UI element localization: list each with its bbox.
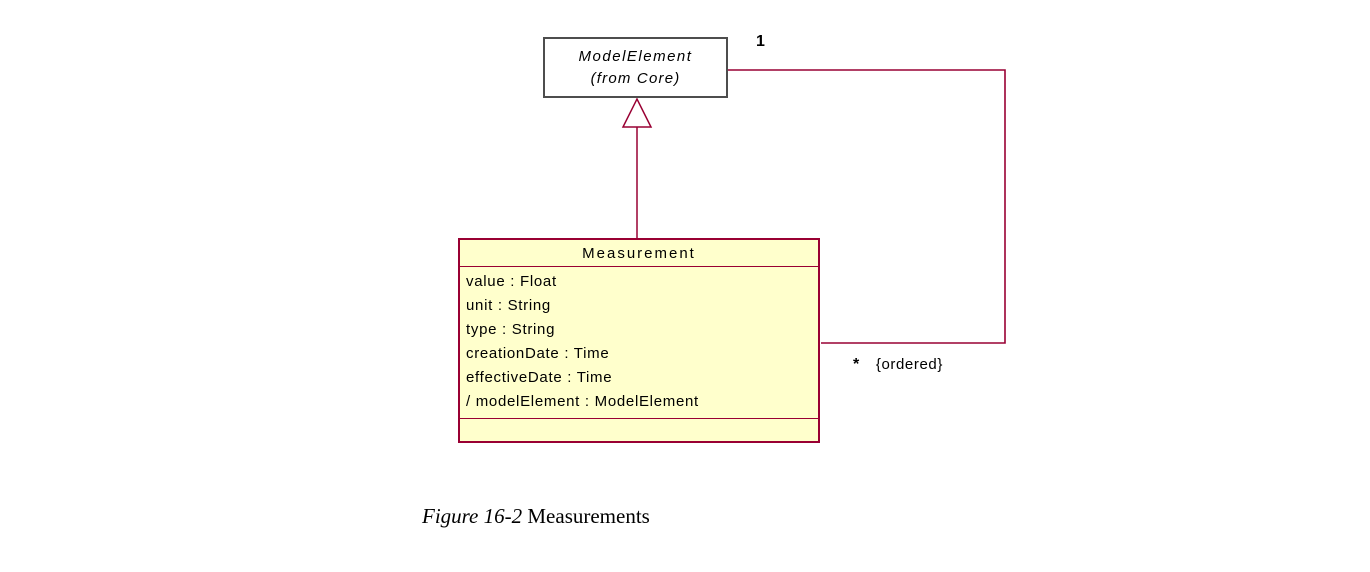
multiplicity-star: *: [853, 356, 860, 373]
association-multiplicity-source: 1: [756, 33, 765, 50]
figure-title: Measurements: [522, 504, 650, 528]
association-line: [728, 69, 1006, 344]
attribute-creation-date: creationDate : Time: [466, 345, 610, 362]
attribute-type: type : String: [466, 321, 556, 338]
attributes-compartment: value : Float unit : String type : Strin…: [460, 267, 818, 419]
class-name: Measurement: [460, 240, 818, 267]
operations-compartment: [460, 419, 818, 440]
class-model-element: ModelElement (from Core): [543, 37, 728, 98]
class-measurement: Measurement value : Float unit : String …: [458, 238, 820, 443]
generalization-arrowhead-icon: [621, 97, 653, 128]
attribute-value: value : Float: [466, 273, 557, 290]
ordered-constraint-label: {ordered}: [875, 356, 943, 373]
figure-number-label: Figure 16-2: [422, 504, 523, 528]
association-multiplicity-target: * {ordered}: [853, 356, 943, 374]
attribute-unit: unit : String: [466, 297, 551, 314]
class-package-label: (from Core): [590, 70, 681, 87]
attribute-effective-date: effectiveDate : Time: [466, 369, 613, 386]
figure-caption: Figure 16-2 Measurements: [422, 504, 650, 529]
class-name: ModelElement: [578, 48, 693, 65]
attribute-model-element: / modelElement : ModelElement: [466, 393, 699, 410]
